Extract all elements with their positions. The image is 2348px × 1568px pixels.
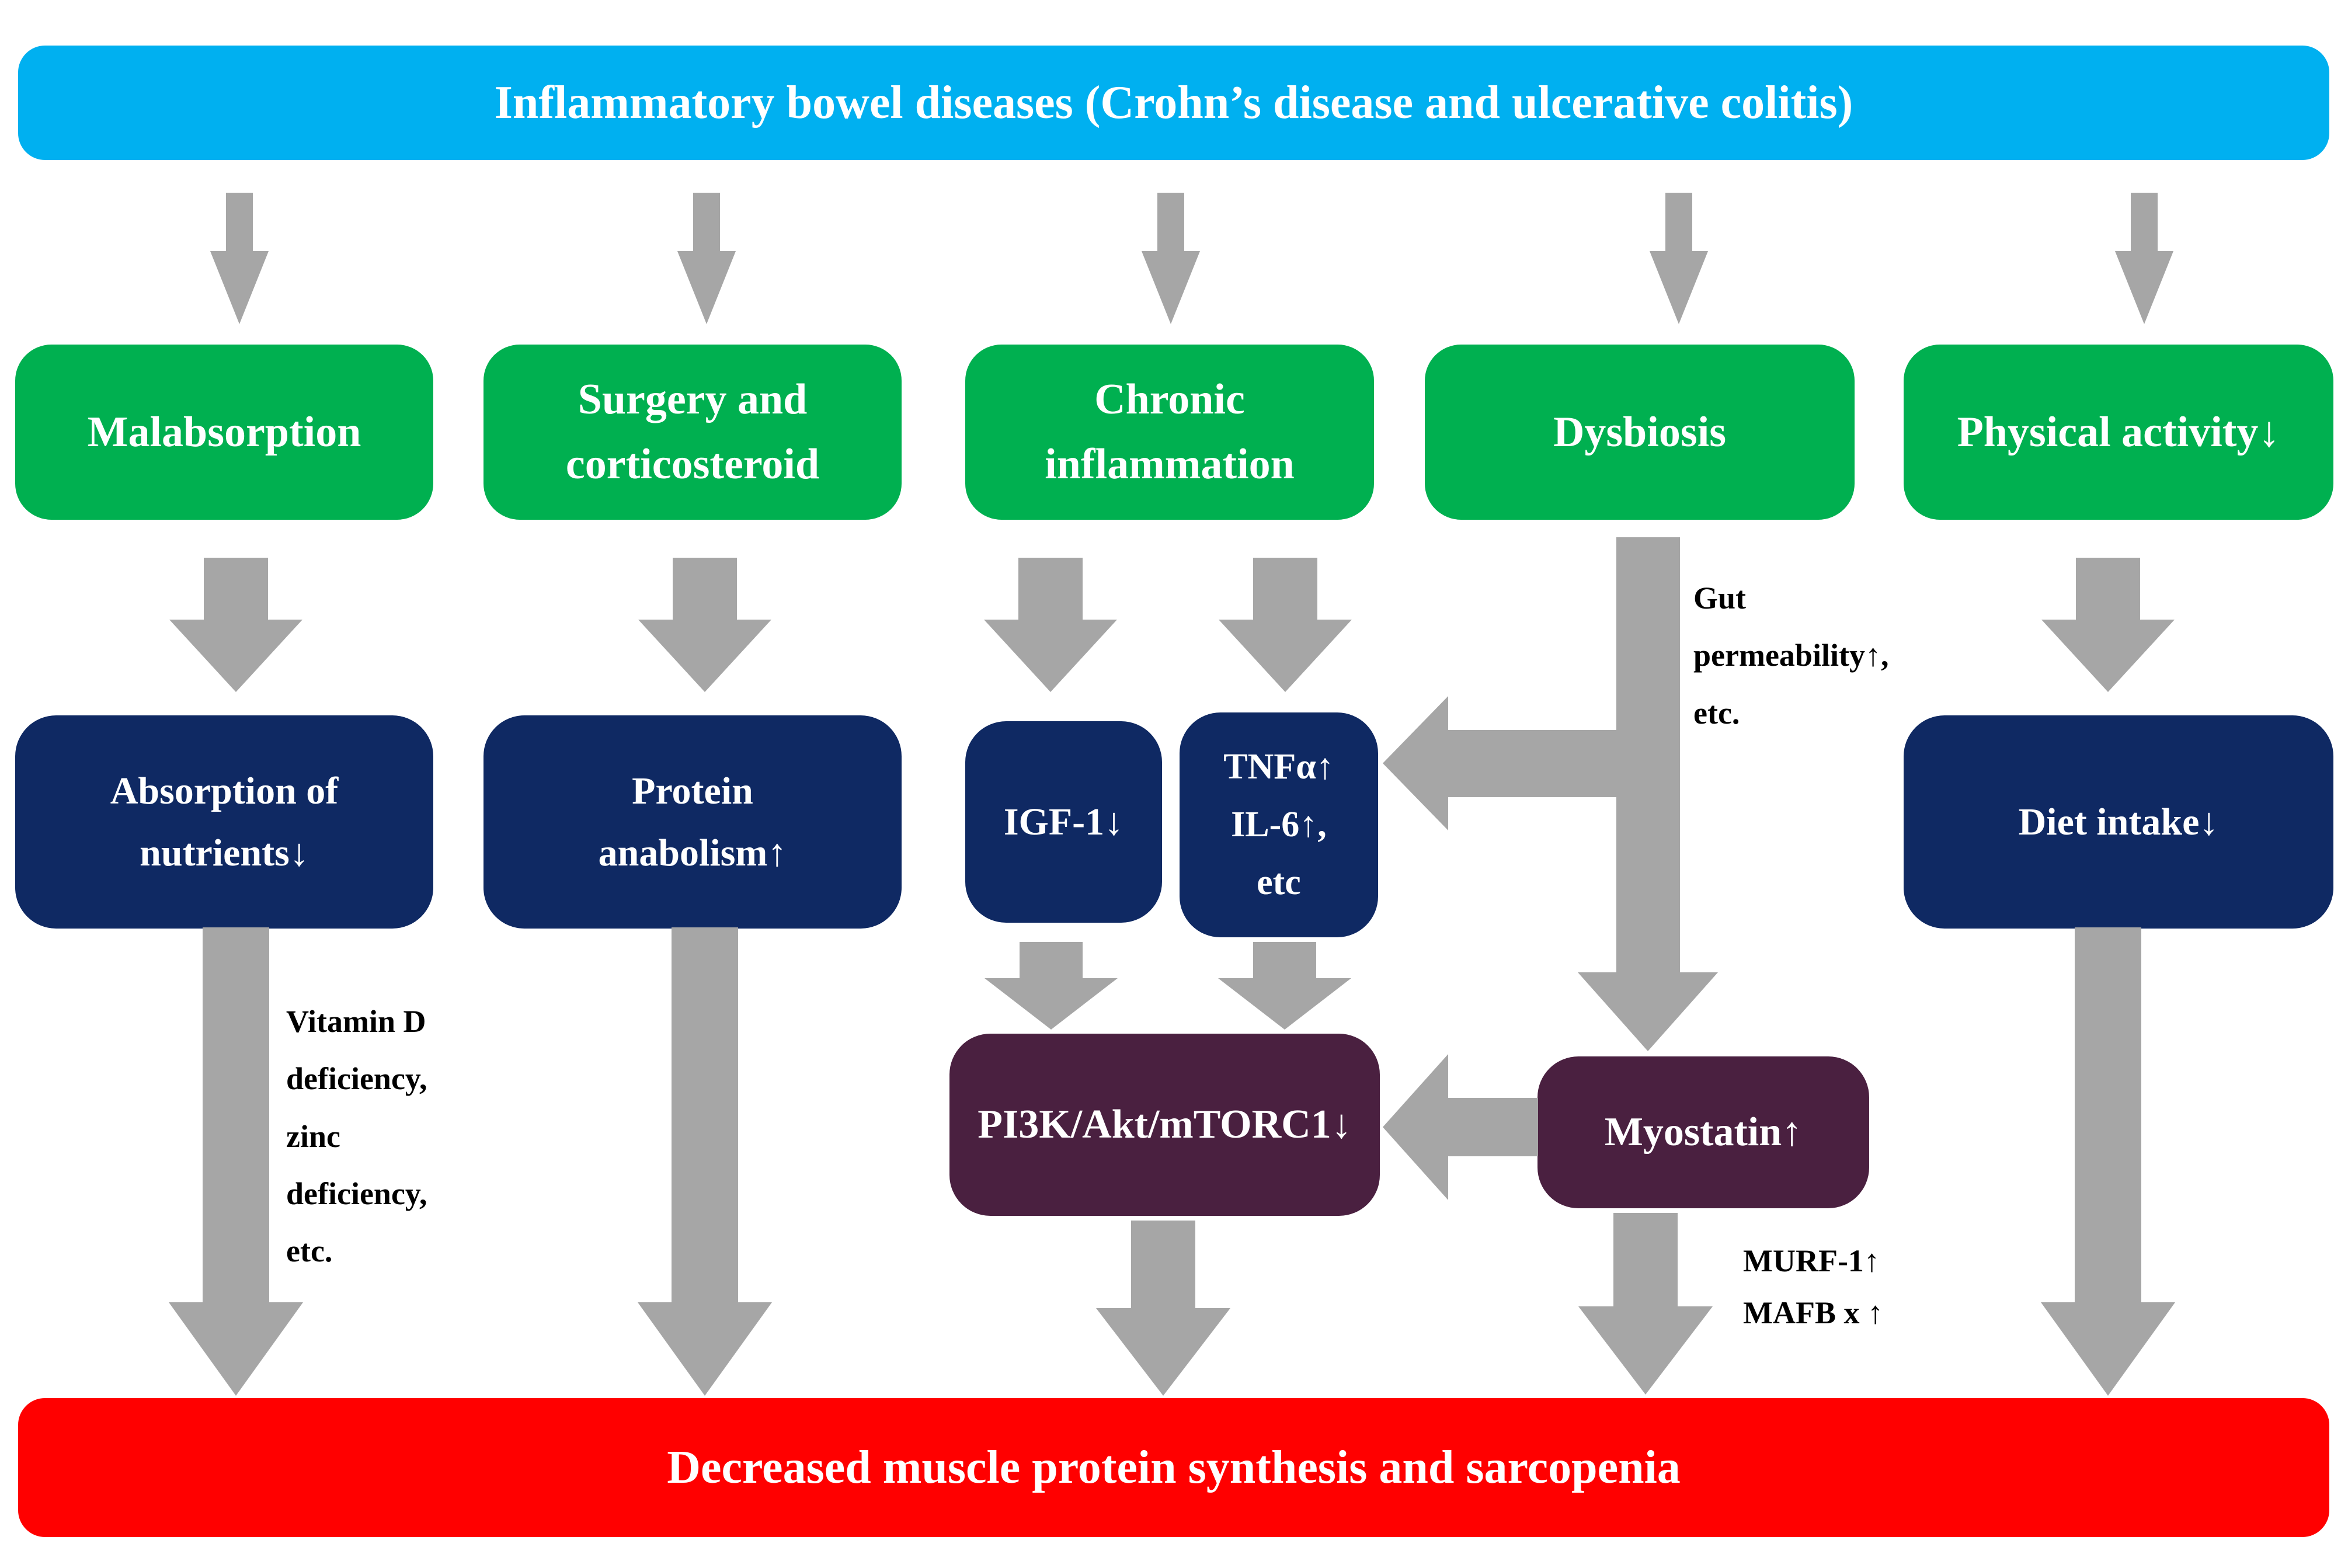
pathway-pi3k-akt-mtorc1: PI3K/Akt/mTORC1↓ [949,1034,1380,1216]
cause-dysbiosis: Dysbiosis [1425,345,1855,520]
dysbiosis-left-branch-shaft [1448,730,1650,797]
gut-permeability-note: Gut permeability↑, etc. [1693,580,1889,731]
murf-mafbx-note: MURF-1↑ MAFB x ↑ [1743,1243,1883,1331]
arrow-banner-to-surgery [677,193,736,324]
arrow-banner-to-physical-activity [2115,193,2173,324]
arrow-malabsorption-to-absorption [169,558,302,692]
arrow-diet-to-outcome [2041,927,2175,1396]
arrow-inflammation-to-igf1 [984,558,1117,692]
arrowhead-to-tnf [1383,696,1448,830]
arrowhead-to-myostatin [1578,972,1718,1051]
myostatin-arrowhead [1383,1054,1448,1200]
vitamin-deficiency-note: Vitamin D deficiency, zinc deficiency, e… [286,1004,427,1269]
mediator-protein-anabolism: Protein anabolism↑ [483,715,902,929]
myostatin-arrow-shaft [1448,1098,1538,1156]
cause-surgery-corticosteroid: Surgery and corticosteroid [483,345,902,520]
arrow-banner-to-dysbiosis [1650,193,1708,324]
mediator-absorption-nutrients: Absorption of nutrients↓ [15,715,433,929]
mediator-diet-intake: Diet intake↓ [1904,715,2333,929]
arrow-inflammation-to-tnf [1219,558,1352,692]
arrow-surgery-to-protein [638,558,771,692]
arrow-igf1-to-pi3k [985,942,1118,1030]
arrow-tnf-to-pi3k [1218,942,1351,1030]
mediator-igf1: IGF-1↓ [965,721,1162,923]
arrow-protein-to-outcome [638,927,772,1396]
cause-malabsorption: Malabsorption [15,345,433,520]
pathway-myostatin: Myostatin↑ [1537,1056,1869,1208]
arrow-myostatin-to-outcome [1578,1213,1713,1395]
mediator-tnf-il6: TNFα↑ IL-6↑, etc [1180,712,1378,937]
cause-chronic-inflammation: Chronic inflammation [965,345,1374,520]
arrow-physical-to-diet [2041,558,2175,692]
cause-physical-activity: Physical activity↓ [1904,345,2333,520]
arrow-myostatin-to-pi3k [1383,1054,1538,1200]
dysbiosis-branch-arrow [1378,537,1720,1051]
outcome-bar: Decreased muscle protein synthesis and s… [18,1398,2329,1537]
arrow-banner-to-chronic-inflammation [1142,193,1200,324]
ibd-banner: Inflammatory bowel diseases (Crohn’s dis… [18,46,2329,160]
arrow-banner-to-malabsorption [210,193,269,324]
arrow-pi3k-to-outcome [1096,1221,1230,1396]
arrow-absorption-to-outcome [169,927,303,1396]
